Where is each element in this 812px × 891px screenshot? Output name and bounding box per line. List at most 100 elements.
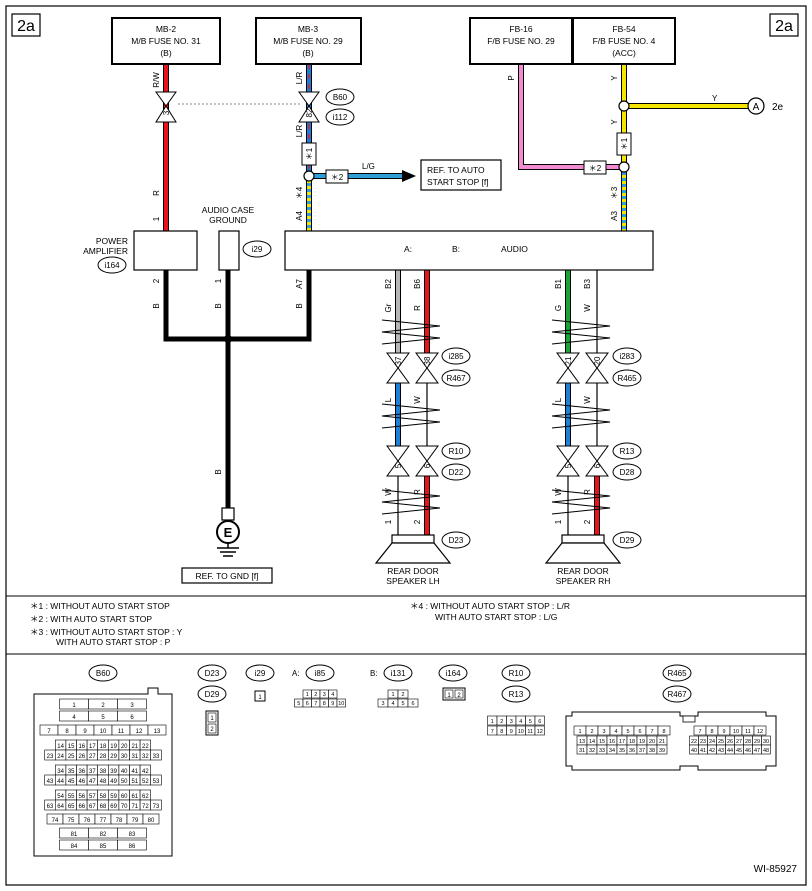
page-badge-right: 2a bbox=[769, 13, 799, 37]
svg-text:D28: D28 bbox=[620, 468, 635, 477]
svg-text:B60: B60 bbox=[96, 669, 111, 678]
svg-text:START STOP [f]: START STOP [f] bbox=[427, 177, 489, 187]
pin-number: 24 bbox=[709, 739, 715, 745]
pin-number: 81 bbox=[71, 832, 78, 838]
svg-text:＊1: ＊1 bbox=[620, 137, 629, 150]
svg-text:POWER: POWER bbox=[96, 236, 128, 246]
svg-text:i164: i164 bbox=[445, 669, 461, 678]
mark-s2-lg: ＊2 bbox=[325, 169, 349, 184]
note-2: ＊2 : WITH AUTO START STOP bbox=[30, 614, 152, 624]
svg-text:R13: R13 bbox=[509, 690, 524, 699]
svg-text:82: 82 bbox=[305, 108, 314, 117]
pin-number: 3 bbox=[510, 719, 513, 725]
page-badge-left: 2a bbox=[11, 13, 41, 37]
pin-number: 78 bbox=[116, 818, 123, 824]
svg-text:2: 2 bbox=[583, 519, 592, 524]
pin-number: 14 bbox=[589, 739, 595, 745]
svg-text:L/R: L/R bbox=[295, 72, 304, 85]
svg-text:W: W bbox=[583, 396, 592, 404]
svg-text:i112: i112 bbox=[333, 113, 348, 122]
pin-number: 7 bbox=[314, 701, 317, 707]
svg-text:D29: D29 bbox=[205, 690, 220, 699]
pin-number: 27 bbox=[89, 754, 96, 760]
svg-text:MB-3: MB-3 bbox=[298, 24, 319, 34]
svg-text:1: 1 bbox=[554, 519, 563, 524]
pin-number: 12 bbox=[136, 729, 143, 735]
pin-cell bbox=[117, 839, 147, 851]
svg-text:＊2: ＊2 bbox=[589, 164, 602, 173]
svg-text:R467: R467 bbox=[446, 374, 466, 383]
pinout-i164: i164 1 2 bbox=[438, 664, 468, 701]
pin-number: 43 bbox=[718, 748, 724, 754]
ref-gnd: REF. TO GND [f] bbox=[181, 567, 273, 584]
svg-text:D23: D23 bbox=[449, 536, 464, 545]
svg-text:A7: A7 bbox=[295, 279, 304, 289]
pin-number: 83 bbox=[129, 832, 136, 838]
pin-number: 39 bbox=[659, 748, 665, 754]
pin-number: 19 bbox=[110, 744, 117, 750]
pin-number: 41 bbox=[700, 748, 706, 754]
svg-text:Y: Y bbox=[610, 75, 619, 81]
svg-text:R467: R467 bbox=[667, 690, 687, 699]
svg-text:1: 1 bbox=[152, 216, 161, 221]
svg-text:REF. TO GND [f]: REF. TO GND [f] bbox=[196, 571, 259, 581]
pin-number: 28 bbox=[100, 754, 107, 760]
svg-text:B: B bbox=[152, 303, 161, 308]
pin-number: 20 bbox=[649, 739, 655, 745]
pin-number: 59 bbox=[110, 794, 117, 800]
pin-number: 29 bbox=[110, 754, 117, 760]
svg-text:Gr: Gr bbox=[384, 303, 393, 312]
svg-text:(ACC): (ACC) bbox=[612, 48, 636, 58]
svg-text:A:: A: bbox=[404, 244, 412, 254]
pin-number: 36 bbox=[78, 769, 85, 775]
pin-number: 23 bbox=[47, 754, 54, 760]
svg-text:W: W bbox=[413, 396, 422, 404]
svg-text:(B): (B) bbox=[160, 48, 172, 58]
svg-text:P: P bbox=[507, 75, 516, 80]
svg-text:37: 37 bbox=[394, 356, 403, 365]
pin-number: 1 bbox=[578, 729, 581, 735]
oval-r10: R10 bbox=[441, 442, 471, 460]
audio-case-ground: AUDIO CASE GROUND bbox=[202, 205, 255, 271]
pin-cell bbox=[657, 725, 671, 736]
pin-number: 9 bbox=[510, 729, 513, 735]
pin-number: 25 bbox=[68, 754, 75, 760]
svg-text:1: 1 bbox=[447, 693, 451, 699]
speaker-rh: REAR DOOR SPEAKER RH bbox=[544, 534, 622, 586]
svg-text:M/B FUSE NO. 31: M/B FUSE NO. 31 bbox=[131, 36, 201, 46]
pin-cell bbox=[150, 799, 162, 811]
oval-d29: D29 bbox=[612, 531, 642, 549]
pin-number: 60 bbox=[121, 794, 128, 800]
pin-number: 18 bbox=[100, 744, 107, 750]
pin-number: 18 bbox=[629, 739, 635, 745]
fuse-mb3: MB-3 M/B FUSE NO. 29 (B) bbox=[255, 17, 362, 65]
pin-number: 1 bbox=[391, 692, 394, 698]
svg-text:B6: B6 bbox=[413, 279, 422, 289]
ground-symbol: E bbox=[216, 507, 240, 557]
svg-text:2a: 2a bbox=[775, 18, 793, 35]
svg-text:D29: D29 bbox=[620, 536, 635, 545]
pin-number: 3 bbox=[323, 692, 326, 698]
oval-i283: i283 bbox=[612, 347, 642, 365]
pin-number: 44 bbox=[727, 748, 733, 754]
pin-number: 26 bbox=[78, 754, 85, 760]
svg-text:i164: i164 bbox=[104, 261, 120, 270]
svg-text:1: 1 bbox=[258, 695, 262, 701]
pin-number: 6 bbox=[411, 701, 414, 707]
connector-r13-terminals: 5 6 bbox=[556, 445, 609, 477]
pin-number: 5 bbox=[297, 701, 300, 707]
pinout-i29: i29 1 bbox=[245, 664, 275, 702]
pin-number: 26 bbox=[727, 739, 733, 745]
svg-text:R: R bbox=[413, 489, 422, 495]
figure-id: WI-85927 bbox=[754, 864, 798, 875]
pin-number: 13 bbox=[579, 739, 585, 745]
oval-b60: B60 bbox=[325, 88, 355, 106]
svg-text:B3: B3 bbox=[583, 279, 592, 289]
pin-number: 55 bbox=[68, 794, 75, 800]
pin-number: 38 bbox=[100, 769, 107, 775]
pin-number: 8 bbox=[323, 701, 326, 707]
pin-cell bbox=[142, 813, 160, 825]
pin-number: 7 bbox=[47, 729, 51, 735]
